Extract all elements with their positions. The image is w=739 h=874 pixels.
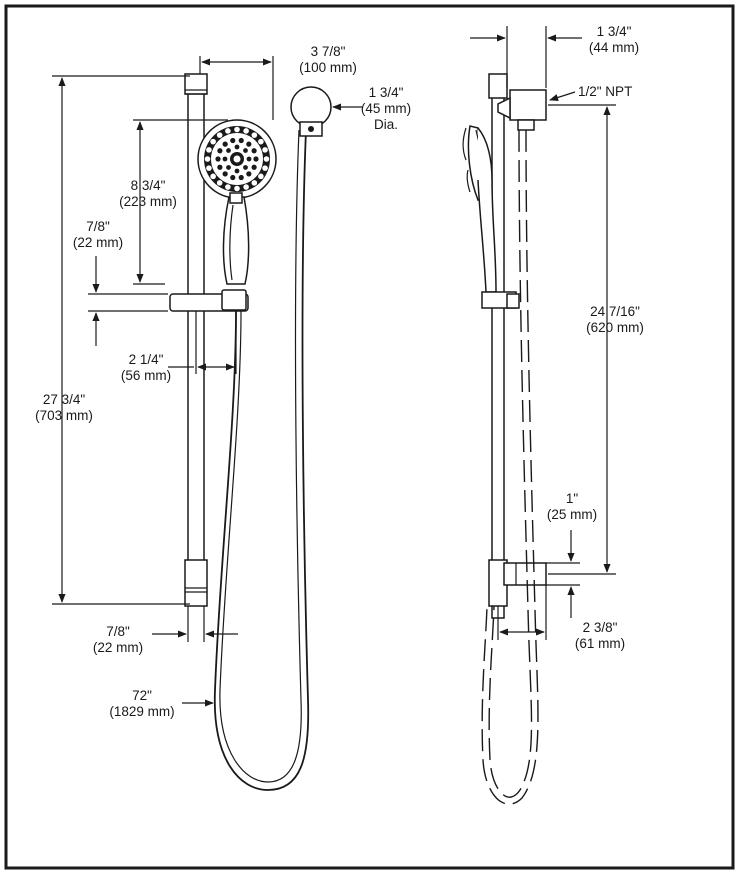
side-bottom-bracket (503, 562, 547, 586)
label-slider-width-mm: (56 mm) (121, 368, 171, 383)
spray-nozzle (246, 156, 252, 162)
label-bracket-depth-mm: (61 mm) (575, 636, 625, 651)
label-wall-offset-in: 1 3/4" (597, 24, 632, 39)
spray-nozzle (206, 147, 212, 153)
spray-nozzle (222, 171, 228, 177)
spray-nozzle (258, 138, 264, 145)
side-slide-bar (491, 87, 505, 619)
wall-supply-elbow (497, 89, 547, 131)
spray-nozzle (210, 138, 216, 145)
front-view (169, 73, 332, 791)
spray-nozzle (246, 171, 252, 177)
spray-nozzle (204, 156, 211, 162)
label-supply-thread: 1/2" NPT (578, 84, 632, 99)
side-hose (488, 129, 533, 798)
label-head-offset-in: 3 7/8" (311, 44, 346, 59)
side-top-mount (488, 73, 508, 99)
spray-nozzle (243, 165, 248, 170)
dimension-lines (52, 26, 616, 707)
spray-nozzle (253, 156, 259, 162)
label-bracket-height-mm: (25 mm) (547, 507, 597, 522)
spray-nozzle (206, 165, 212, 171)
label-head-dia-in: 1 3/4" (369, 85, 404, 100)
spray-nozzle (234, 168, 240, 174)
spray-nozzle (234, 144, 240, 150)
spray-nozzle (251, 132, 258, 138)
front-bottom-mount (184, 559, 208, 607)
spray-nozzle (243, 148, 248, 153)
spray-nozzle (222, 156, 228, 162)
label-bar-length-mm: (703 mm) (35, 408, 93, 423)
spray-nozzle (246, 141, 252, 147)
label-head-dia-suffix: Dia. (374, 117, 398, 132)
label-head-dia-mm: (45 mm) (361, 101, 411, 116)
label-slider-height-mm: (22 mm) (73, 235, 123, 250)
spray-nozzle (215, 156, 221, 162)
spray-nozzle (225, 184, 231, 190)
spray-nozzle (263, 156, 270, 162)
label-bar-length-in: 27 3/4" (43, 392, 86, 407)
label-bar-dia-mm: (22 mm) (93, 640, 143, 655)
spray-nozzle (222, 141, 228, 147)
spray-nozzle (238, 174, 244, 181)
spray-nozzle (251, 180, 258, 186)
spray-nozzle (243, 184, 249, 190)
spray-nozzle (234, 126, 240, 133)
dimension-labels: 3 7/8" (100 mm) 1 3/4" (45 mm) Dia. 8 3/… (35, 24, 644, 719)
spray-nozzle (217, 148, 223, 154)
label-mount-spacing-in: 24 7/16" (590, 304, 640, 319)
spray-nozzle (216, 132, 223, 138)
spray-nozzle (234, 185, 240, 192)
spray-nozzle (230, 137, 236, 144)
spray-nozzle (230, 174, 236, 181)
spray-nozzle (262, 165, 268, 171)
label-head-offset-mm: (100 mm) (299, 60, 357, 75)
front-hand-shower (197, 119, 277, 285)
spray-nozzle (216, 180, 223, 186)
side-hand-shower (462, 125, 497, 293)
spray-nozzle (225, 128, 231, 134)
label-slider-width-in: 2 1/4" (129, 352, 164, 367)
spray-nozzle (243, 128, 249, 134)
label-bracket-height-in: 1" (566, 491, 579, 506)
label-bar-dia-in: 7/8" (106, 624, 130, 639)
label-mount-spacing-mm: (620 mm) (586, 320, 644, 335)
label-bracket-depth-in: 2 3/8" (583, 620, 618, 635)
label-hose-length-mm: (1829 mm) (109, 704, 174, 719)
spray-nozzle (251, 148, 257, 154)
side-view (462, 73, 547, 805)
label-head-height-in: 8 3/4" (131, 178, 166, 193)
spray-nozzle (217, 164, 223, 170)
spray-nozzle (262, 147, 268, 153)
front-top-mount (184, 73, 208, 95)
hose-end-detail (290, 86, 332, 137)
label-wall-offset-mm: (44 mm) (589, 40, 639, 55)
label-slider-height-in: 7/8" (86, 219, 110, 234)
spray-nozzle (238, 137, 244, 144)
spray-nozzle (226, 148, 231, 153)
label-hose-length-in: 72" (132, 688, 152, 703)
spray-nozzle (251, 164, 257, 170)
spray-nozzle (210, 173, 216, 180)
drawing-border (4, 4, 735, 870)
label-head-height-mm: (223 mm) (119, 194, 177, 209)
spray-nozzle (258, 173, 264, 180)
front-hose (213, 129, 310, 791)
spray-nozzle (226, 165, 231, 170)
